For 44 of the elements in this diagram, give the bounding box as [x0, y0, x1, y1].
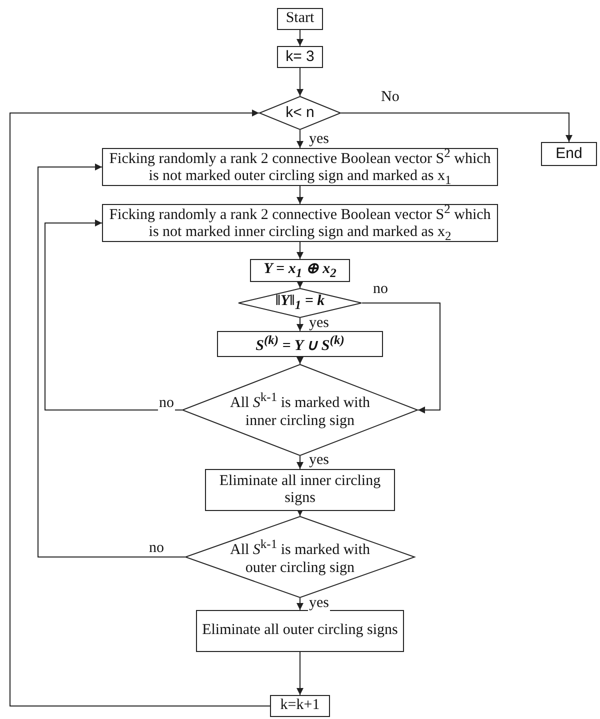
- step-text: Ficking randomly a rank 2 connective Boolean vector S$^{2}$ which is not marked inner circling sign and marked as x$_{2}$: [108, 202, 492, 244]
- step-text: k=k+1: [280, 697, 320, 715]
- decision-diamond: [182, 364, 418, 456]
- arrow: [296, 509, 304, 516]
- arrow: [296, 318, 304, 332]
- condition-text: k< n: [286, 104, 314, 122]
- process-box: [277, 8, 323, 30]
- process-box: [270, 695, 330, 717]
- step-text: S$^{(k)}$ = Y ∪ S$^{(k)}$: [256, 332, 344, 356]
- step-text: k= 3: [286, 48, 314, 66]
- arrow: [296, 130, 304, 148]
- step-text: Eliminate all inner circling signs: [218, 472, 382, 508]
- step-text: Start: [286, 10, 314, 28]
- arrow: [296, 186, 304, 204]
- process-box: [250, 259, 350, 282]
- arrow: [296, 68, 304, 96]
- step-text: End: [556, 145, 582, 163]
- condition-text: All S$^{k-1}$ is marked with outer circling sign: [229, 537, 371, 577]
- process-box: [277, 46, 323, 68]
- process-box: [541, 142, 597, 166]
- arrow: [296, 598, 304, 610]
- arrow: [296, 456, 304, 470]
- arrow: [296, 281, 304, 288]
- arrow: [296, 652, 304, 696]
- arrow: [296, 242, 304, 260]
- arrow: [340, 112, 572, 142]
- decision-diamond: [238, 288, 362, 318]
- arrow: [296, 30, 304, 46]
- decision-diamond: [185, 516, 415, 598]
- arrow: [296, 356, 304, 364]
- edge-label: yes: [308, 316, 330, 331]
- step-text: Ficking randomly a rank 2 connective Boolean vector S$^{2}$ which is not marked outer circling sign and marked as x$_{1}$: [108, 146, 492, 188]
- step-text: Y = x$_{1}$ ⊕ x$_{2}$: [264, 260, 336, 280]
- decision-diamond: [259, 96, 341, 130]
- condition-text: ‖Y‖$_{1}$ = k: [275, 293, 325, 313]
- arrow: [44, 220, 182, 410]
- process-box: [205, 469, 395, 511]
- step-text: Eliminate all outer circling signs: [202, 622, 398, 640]
- process-box: [217, 331, 383, 357]
- arrow: [10, 110, 270, 706]
- condition-text: All S$^{k-1}$ is marked with inner circling sign: [229, 390, 371, 430]
- process-box: [196, 610, 404, 652]
- arrow: [38, 164, 186, 558]
- arrow: [362, 302, 440, 414]
